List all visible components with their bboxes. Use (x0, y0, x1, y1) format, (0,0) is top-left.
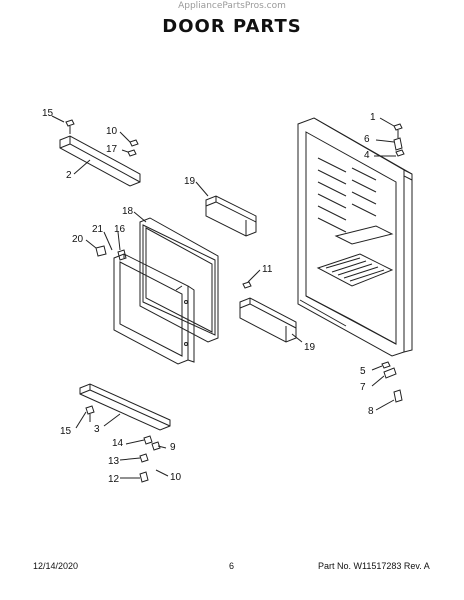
part-19-door-bin-lower (239, 297, 297, 343)
callout-15: 15 (42, 108, 54, 119)
callout-14: 14 (112, 438, 124, 449)
footer-part-number: Part No. W11517283 Rev. A (318, 561, 430, 571)
callout-19: 19 (304, 342, 316, 353)
callout-9: 9 (170, 442, 176, 453)
callout-12: 12 (108, 474, 120, 485)
callout-21: 21 (92, 224, 104, 235)
callout-1: 1 (370, 112, 376, 123)
footer-page-number: 6 (229, 561, 235, 571)
callout-19: 19 (184, 176, 196, 187)
callout-6: 6 (364, 134, 370, 145)
leader-lines (51, 115, 396, 479)
callout-15: 15 (60, 426, 72, 437)
refrigerator-cabinet (297, 117, 413, 357)
part-3-bottom-trim (79, 383, 171, 431)
callout-5: 5 (360, 366, 366, 377)
callout-17: 17 (106, 144, 118, 155)
hardware-screws (65, 119, 405, 483)
callout-8: 8 (368, 406, 374, 417)
watermark: AppliancePartsPros.com (178, 1, 286, 11)
part-16-bracket (117, 249, 127, 261)
part-2-top-trim (59, 135, 141, 187)
callout-4: 4 (364, 150, 370, 161)
callout-18: 18 (122, 206, 134, 217)
callout-20: 20 (72, 234, 84, 245)
callout-2: 2 (66, 170, 72, 181)
page-title: DOOR PARTS (162, 16, 302, 37)
part-19-door-bin-upper (205, 195, 257, 237)
callout-11: 11 (262, 264, 273, 275)
door-assembly (113, 253, 195, 365)
callout-10: 10 (106, 126, 118, 137)
callout-3: 3 (94, 424, 100, 435)
callout-13: 13 (108, 456, 120, 467)
footer-date: 12/14/2020 (33, 561, 79, 571)
callout-10: 10 (170, 472, 182, 483)
door-gasket (139, 217, 219, 343)
callout-7: 7 (360, 382, 366, 393)
callout-16: 16 (114, 224, 126, 235)
part-20-trim (95, 245, 107, 257)
